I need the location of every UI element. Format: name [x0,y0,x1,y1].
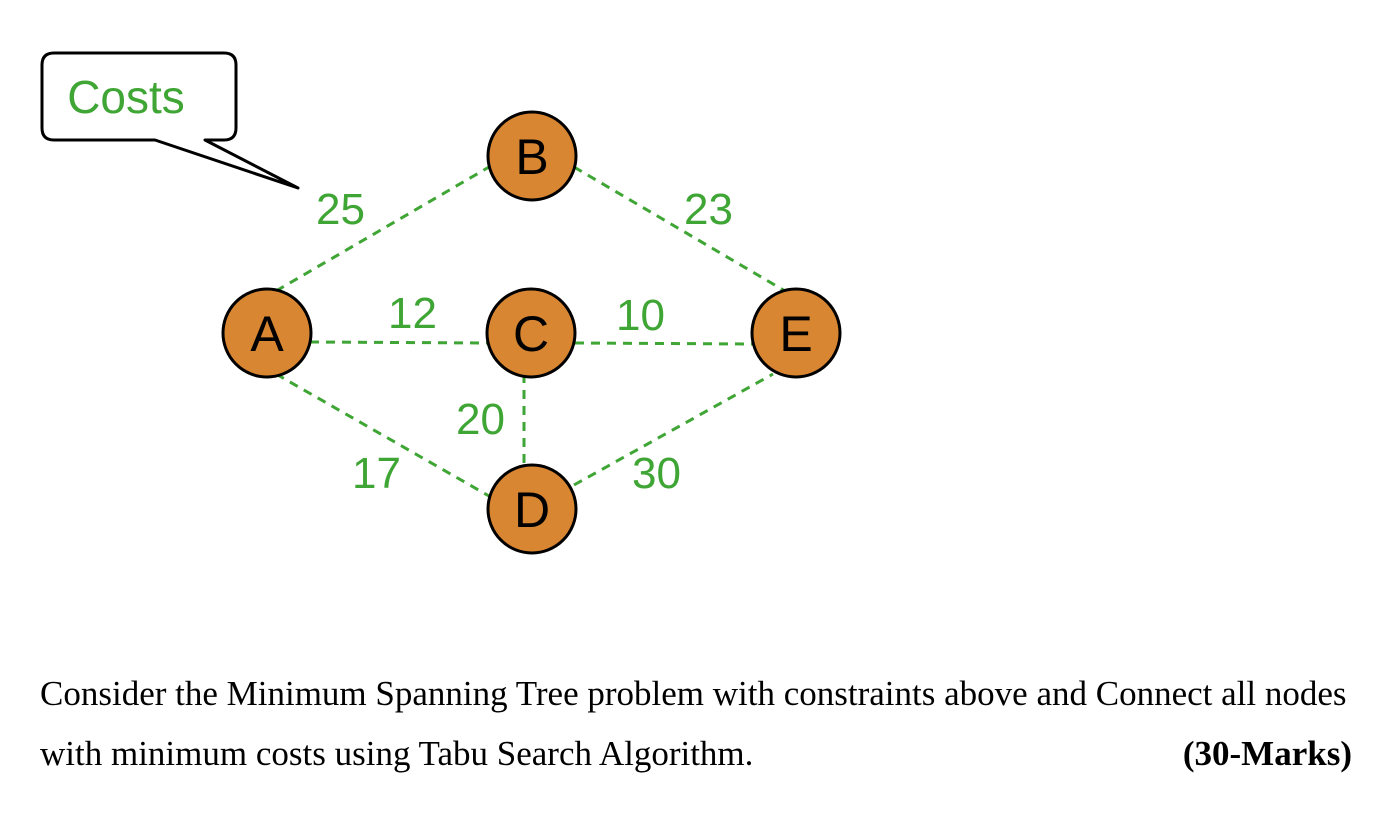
node-label-a: A [250,306,284,362]
edge-c-e [574,341,753,346]
question-line-2: with minimum costs using Tabu Search Alg… [40,734,754,773]
edge-label-a-b: 25 [316,185,365,234]
node-a: A [221,287,313,379]
node-label-d: D [514,482,550,538]
edge-label-b-e: 23 [684,185,733,234]
edge-a-d [275,372,490,498]
edge-label-d-e: 30 [632,449,681,498]
callout-bubble [40,51,300,190]
graph-diagram: Costs 25 23 12 10 20 17 30 A B C D E [40,51,842,555]
edge-label-c-d: 20 [456,395,505,444]
edge-a-b [275,165,490,293]
edge-label-c-e: 10 [616,291,665,340]
marks-label: (30-Marks) [1182,734,1352,773]
node-e: E [750,287,842,379]
edge-d-e [573,372,774,487]
edge-label-a-c: 12 [388,289,437,338]
edge-b-e [573,165,786,293]
callout-label: Costs [67,71,185,123]
question-line-1: Consider the Minimum Spanning Tree probl… [40,674,1347,713]
costs-callout: Costs [40,51,300,190]
node-label-c: C [513,306,549,362]
question-line-2-row: with minimum costs using Tabu Search Alg… [40,724,1352,784]
question-text: Consider the Minimum Spanning Tree probl… [40,664,1352,784]
node-label-b: B [515,129,548,185]
node-label-e: E [779,306,812,362]
node-d: D [486,463,578,555]
edge-a-c [309,340,488,345]
edge-label-a-d: 17 [352,449,401,498]
edge-labels: 25 23 12 10 20 17 30 [316,185,733,498]
node-b: B [486,110,578,202]
edges [275,165,786,498]
node-c: C [485,287,577,379]
